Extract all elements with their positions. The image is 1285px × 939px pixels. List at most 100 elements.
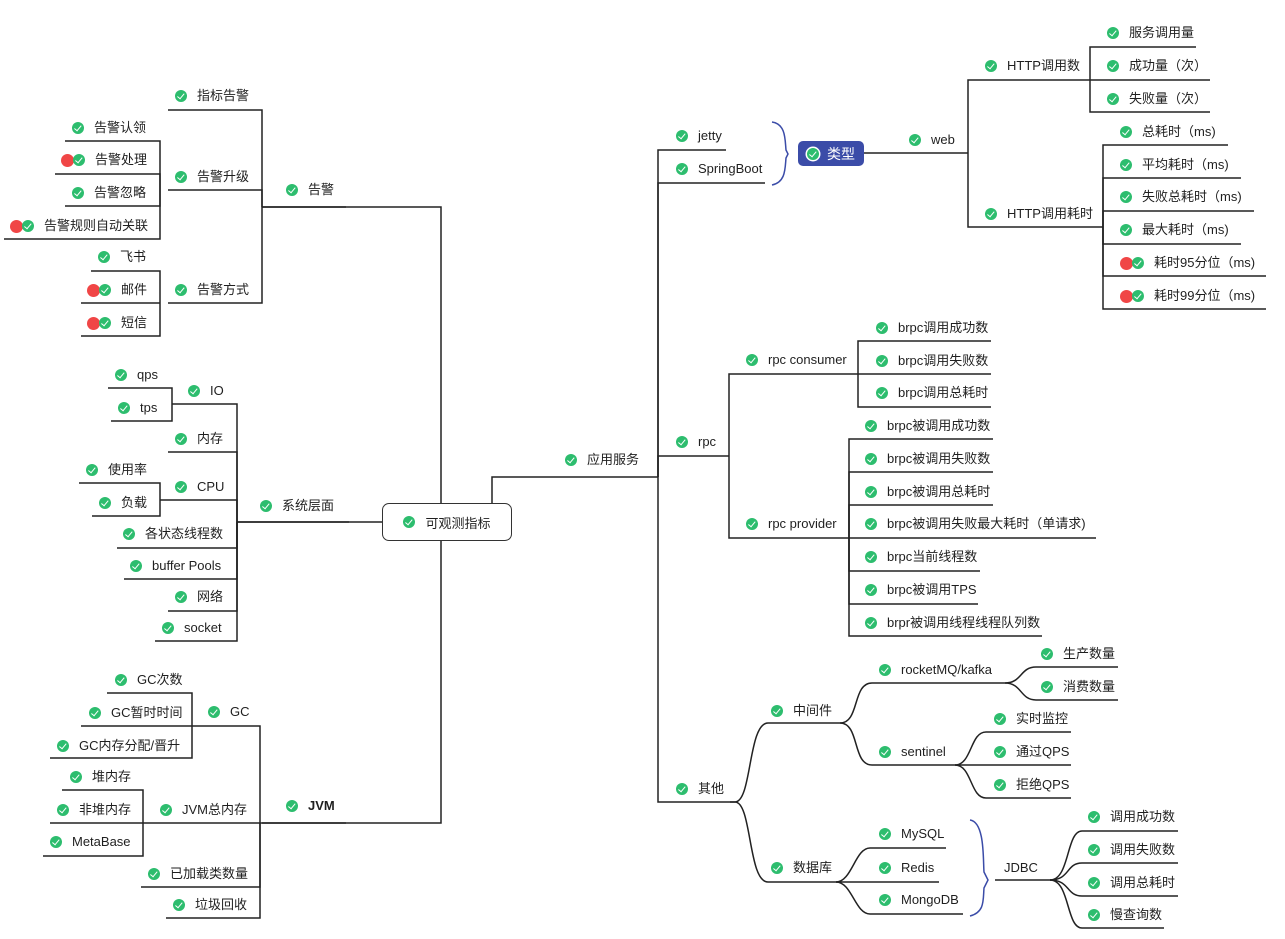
node-avg-time[interactable]: 平均耗时（ms) xyxy=(1120,155,1229,175)
node-tps[interactable]: tps xyxy=(118,398,157,418)
connector xyxy=(108,387,173,404)
node-p95-time[interactable]: 耗时95分位（ms) xyxy=(1120,253,1255,273)
node-fail-total-time[interactable]: 失败总耗时（ms) xyxy=(1120,187,1242,207)
node-metabase[interactable]: MetaBase xyxy=(50,832,131,852)
node-cpu-load[interactable]: 负载 xyxy=(99,493,147,513)
node-consumer-time[interactable]: brpc调用总耗时 xyxy=(876,383,988,403)
connector xyxy=(954,731,1071,766)
node-provider-max-fail[interactable]: brpc被调用失败最大耗时（单请求) xyxy=(865,514,1086,534)
node-pass-qps[interactable]: 通过QPS xyxy=(994,742,1069,762)
node-mysql[interactable]: MySQL xyxy=(879,824,944,844)
node-realtime-monitor[interactable]: 实时监控 xyxy=(994,709,1068,729)
node-metric-alarm[interactable]: 指标告警 xyxy=(175,86,249,106)
node-provider-queue[interactable]: brpr被调用线程线程队列数 xyxy=(865,613,1040,633)
node-p99-time[interactable]: 耗时99分位（ms) xyxy=(1120,286,1255,306)
summary-type-box[interactable]: 类型 xyxy=(798,141,864,166)
node-rpc[interactable]: rpc xyxy=(676,432,716,452)
node-provider-time[interactable]: brpc被调用总耗时 xyxy=(865,482,990,502)
node-provider-tps[interactable]: brpc被调用TPS xyxy=(865,580,977,600)
node-feishu[interactable]: 飞书 xyxy=(98,247,146,267)
node-loaded-classes[interactable]: 已加载类数量 xyxy=(148,864,248,884)
node-sentinel[interactable]: sentinel xyxy=(879,742,946,762)
node-io[interactable]: IO xyxy=(188,381,224,401)
node-cpu[interactable]: CPU xyxy=(175,477,224,497)
node-jdbc[interactable]: JDBC xyxy=(1004,860,1038,875)
node-gc-count[interactable]: GC次数 xyxy=(115,670,183,690)
node-service-calls[interactable]: 服务调用量 xyxy=(1107,23,1194,43)
node-redis[interactable]: Redis xyxy=(879,858,934,878)
node-gc-pause[interactable]: GC暂时时间 xyxy=(89,703,183,723)
node-socket[interactable]: socket xyxy=(162,618,222,638)
node-middleware[interactable]: 中间件 xyxy=(771,701,832,721)
connector xyxy=(857,374,991,408)
node-non-heap[interactable]: 非堆内存 xyxy=(57,800,131,820)
check-icon xyxy=(771,862,783,874)
check-icon xyxy=(994,713,1006,725)
check-icon xyxy=(865,584,877,596)
node-fail-count[interactable]: 失败量（次） xyxy=(1107,89,1207,109)
node-alarm-ignore[interactable]: 告警忽略 xyxy=(72,183,146,203)
root-node[interactable]: 可观测指标 xyxy=(382,503,512,541)
node-mongodb[interactable]: MongoDB xyxy=(879,890,959,910)
node-jdbc-success[interactable]: 调用成功数 xyxy=(1088,807,1175,827)
node-jdbc-fail[interactable]: 调用失败数 xyxy=(1088,840,1175,860)
red-flag-icon xyxy=(1120,289,1133,303)
node-web[interactable]: web xyxy=(909,130,955,150)
node-max-time[interactable]: 最大耗时（ms) xyxy=(1120,220,1229,240)
node-alarm-rule-link[interactable]: 告警规则自动关联 xyxy=(10,216,148,236)
node-alarm-escalation[interactable]: 告警升级 xyxy=(175,167,249,187)
node-provider-success[interactable]: brpc被调用成功数 xyxy=(865,416,990,436)
root-label: 可观测指标 xyxy=(425,515,491,531)
node-database[interactable]: 数据库 xyxy=(771,858,832,878)
node-qps[interactable]: qps xyxy=(115,365,158,385)
node-alarm[interactable]: 告警 xyxy=(286,180,334,200)
node-http-count[interactable]: HTTP调用数 xyxy=(985,56,1080,76)
node-jetty[interactable]: jetty xyxy=(676,126,722,146)
check-icon xyxy=(260,500,272,512)
connector xyxy=(967,79,1090,153)
node-http-time[interactable]: HTTP调用耗时 xyxy=(985,204,1093,224)
node-total-time[interactable]: 总耗时（ms) xyxy=(1120,122,1216,142)
check-icon xyxy=(865,453,877,465)
node-app-service[interactable]: 应用服务 xyxy=(565,450,639,470)
node-garbage-collection[interactable]: 垃圾回收 xyxy=(173,895,247,915)
node-reject-qps[interactable]: 拒绝QPS xyxy=(994,775,1069,795)
node-mq[interactable]: rocketMQ/kafka xyxy=(879,660,992,680)
node-cpu-usage[interactable]: 使用率 xyxy=(86,460,147,480)
node-success-count[interactable]: 成功量（次） xyxy=(1107,56,1207,76)
node-jvm[interactable]: JVM xyxy=(286,796,335,816)
node-buffer-pools[interactable]: buffer Pools xyxy=(130,556,221,576)
node-provider-threads[interactable]: brpc当前线程数 xyxy=(865,547,977,567)
node-slow-query[interactable]: 慢查询数 xyxy=(1088,905,1162,925)
node-produce-count[interactable]: 生产数量 xyxy=(1041,644,1115,664)
connector xyxy=(657,149,726,477)
node-memory[interactable]: 内存 xyxy=(175,429,223,449)
node-alarm-handle[interactable]: 告警处理 xyxy=(61,150,147,170)
node-consumer-fail[interactable]: brpc调用失败数 xyxy=(876,351,988,371)
node-jvm-total-mem[interactable]: JVM总内存 xyxy=(160,800,247,820)
node-consumer-success[interactable]: brpc调用成功数 xyxy=(876,318,988,338)
node-system[interactable]: 系统层面 xyxy=(260,496,334,516)
check-icon xyxy=(72,122,84,134)
node-provider-fail[interactable]: brpc被调用失败数 xyxy=(865,449,990,469)
node-sms[interactable]: 短信 xyxy=(87,313,147,333)
check-icon xyxy=(148,868,160,880)
check-icon xyxy=(188,385,200,397)
node-rpc-consumer[interactable]: rpc consumer xyxy=(746,350,847,370)
node-jdbc-time[interactable]: 调用总耗时 xyxy=(1088,873,1175,893)
node-other[interactable]: 其他 xyxy=(676,779,724,799)
node-email[interactable]: 邮件 xyxy=(87,280,147,300)
node-heap[interactable]: 堆内存 xyxy=(70,767,131,787)
node-consume-count[interactable]: 消费数量 xyxy=(1041,677,1115,697)
node-thread-states[interactable]: 各状态线程数 xyxy=(123,524,223,544)
node-alarm-claim[interactable]: 告警认领 xyxy=(72,118,146,138)
node-rpc-provider[interactable]: rpc provider xyxy=(746,514,837,534)
node-gc-alloc[interactable]: GC内存分配/晋升 xyxy=(57,736,180,756)
node-network[interactable]: 网络 xyxy=(175,587,223,607)
node-gc[interactable]: GC xyxy=(208,702,250,722)
connector xyxy=(835,881,963,915)
check-icon xyxy=(879,664,891,676)
node-alarm-method[interactable]: 告警方式 xyxy=(175,280,249,300)
node-springboot[interactable]: SpringBoot xyxy=(676,159,762,179)
connector xyxy=(1102,210,1254,227)
